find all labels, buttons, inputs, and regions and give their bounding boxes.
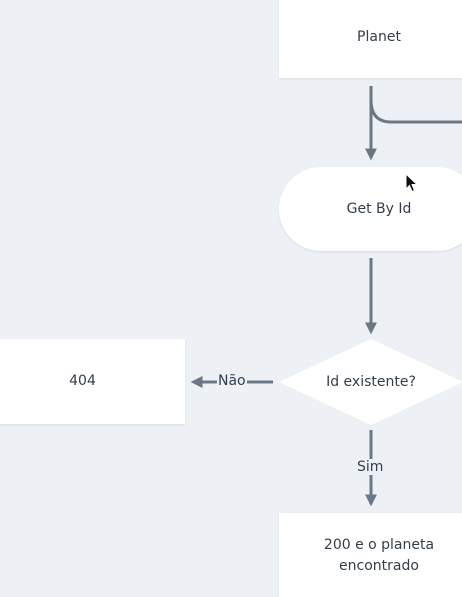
edge-label-yes: Sim	[356, 459, 385, 475]
node-get-by-id[interactable]: Get By Id	[279, 167, 462, 251]
node-404[interactable]: 404	[0, 339, 185, 424]
node-200-found-label: 200 e o planeta encontrado	[323, 537, 435, 574]
edge-label-no: Não	[217, 373, 247, 389]
mouse-pointer-icon	[405, 172, 419, 197]
decision-diamond-shape	[279, 339, 462, 425]
node-200-found[interactable]: 200 e o planeta encontrado	[279, 513, 462, 597]
node-planet-label: Planet	[357, 28, 401, 45]
decision-id-exists[interactable]: Id existente?	[279, 339, 462, 425]
node-404-label: 404	[69, 373, 96, 389]
node-planet[interactable]: Planet	[279, 0, 462, 78]
node-get-by-id-label: Get By Id	[346, 200, 412, 217]
decision-id-exists-label: Id existente?	[326, 374, 416, 390]
edge-planet-branch-right	[369, 99, 462, 124]
